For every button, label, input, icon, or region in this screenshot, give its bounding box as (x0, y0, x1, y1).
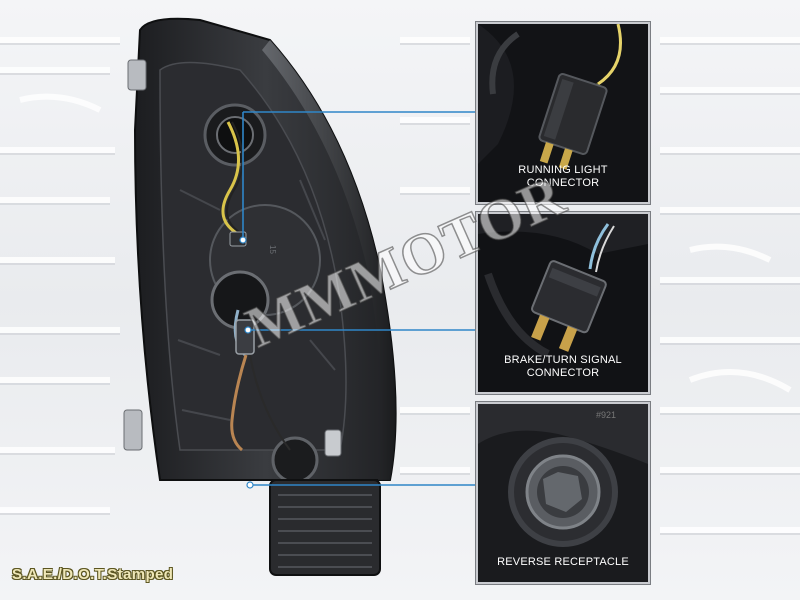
inset-reverse-receptacle: #921 REVERSE RECEPTACLE (476, 402, 650, 584)
callout-label-line1: BRAKE/TURN SIGNAL (504, 354, 622, 366)
receptacle-photo: #921 (478, 404, 648, 582)
svg-text:#921: #921 (596, 410, 616, 420)
callout-label-line1: RUNNING LIGHT (518, 164, 608, 176)
inset-running-light-connector: RUNNING LIGHT CONNECTOR (476, 22, 650, 204)
connector-photo (478, 214, 648, 392)
inset-brake-turn-connector: BRAKE/TURN SIGNAL CONNECTOR (476, 212, 650, 394)
callout-label-line1: REVERSE RECEPTACLE (497, 556, 629, 568)
callout-label-line2: CONNECTOR (526, 177, 600, 189)
tail-lamp-housing: 15 (123, 17, 397, 576)
callout-label-line2: CONNECTOR (526, 367, 600, 379)
sae-dot-stamp-text: S.A.E./D.O.T.Stamped (12, 566, 174, 583)
svg-text:15: 15 (268, 245, 277, 254)
connector-photo (478, 24, 648, 202)
